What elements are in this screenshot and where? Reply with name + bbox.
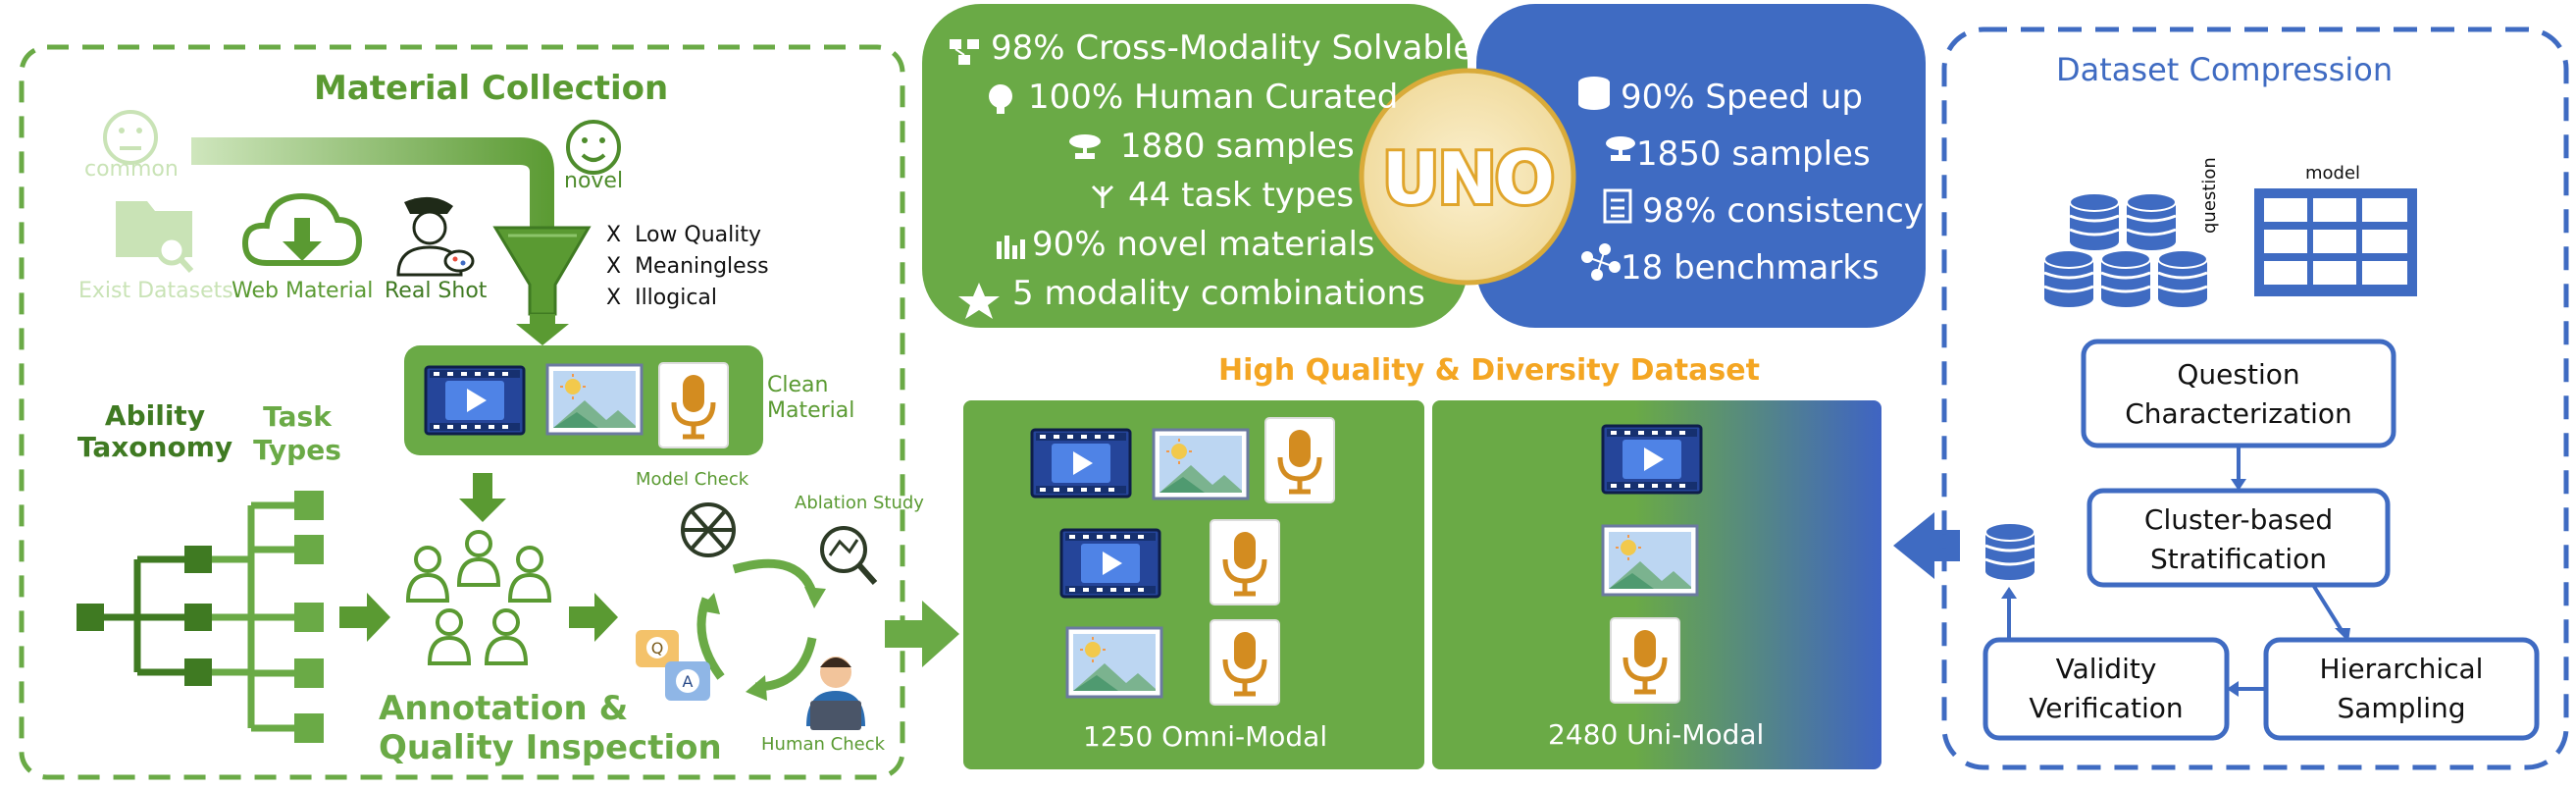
image-icon — [1065, 626, 1163, 699]
stats-left-list: 98% Cross-Modality Solvable 100% Human C… — [991, 24, 1473, 318]
step-hierarchical-sampling: Hierarchical Sampling — [2319, 653, 2484, 724]
check-cycle — [696, 558, 819, 692]
audio-icon — [659, 363, 728, 447]
funnel-icon — [492, 226, 592, 316]
ability-taxonomy-label: Ability Taxonomy — [77, 399, 233, 463]
compression-panel-border — [1941, 26, 2569, 770]
image-icon — [1152, 428, 1250, 500]
step-cluster-stratification: Cluster-based Stratification — [2143, 503, 2334, 575]
filter-list: X Low Quality X Meaningless X Illogical — [606, 220, 769, 314]
source-real-shot: Real Shot — [385, 279, 488, 303]
branch-icon — [1091, 184, 1114, 208]
omni-modal-label: 1250 Omni-Modal — [1083, 720, 1328, 753]
audio-icon — [1211, 520, 1279, 605]
clean-material-label: Clean Material — [767, 373, 855, 423]
filter-low-quality: X Low Quality — [606, 223, 762, 247]
bonsai-icon — [1606, 136, 1635, 161]
stats-right-list: 90% Speed up 1850 samples 98% consistenc… — [1621, 69, 1924, 296]
stat-speed-up: 90% Speed up — [1621, 78, 1863, 117]
task-types-label: Task Types — [253, 400, 341, 466]
process-connectors — [2007, 446, 2344, 691]
audio-icon — [1265, 418, 1334, 502]
bonsai-icon — [1069, 134, 1101, 159]
photographer-icon — [396, 196, 475, 277]
model-question-grid — [2254, 188, 2417, 296]
cycle-arrowheads — [698, 587, 826, 701]
stat-consistency: 98% consistency — [1642, 191, 1924, 231]
star-combo-icon — [958, 283, 1000, 319]
tree-to-annotators-arrow — [339, 593, 390, 642]
video-icon — [424, 365, 526, 436]
checklist-icon — [1603, 188, 1632, 224]
network-icon — [1581, 243, 1621, 281]
stat-novel-materials: 90% novel materials — [1032, 225, 1375, 264]
annotation-label: Annotation & Quality Inspection — [379, 689, 722, 767]
material-panel-border — [19, 44, 905, 780]
common-label: common — [84, 157, 179, 182]
stat-task-types: 44 task types — [1128, 176, 1355, 215]
human-check-label: Human Check — [761, 734, 886, 755]
question-label: question — [2199, 157, 2220, 234]
source-web-material: Web Material — [232, 279, 374, 303]
compression-title: Dataset Compression — [2056, 51, 2394, 88]
svg-text:A: A — [683, 672, 694, 691]
stat-human-curated: 100% Human Curated — [1028, 78, 1399, 117]
folder-search-icon — [116, 201, 194, 274]
annotators-icon — [406, 530, 551, 665]
filter-illogical: X Illogical — [606, 286, 718, 310]
step-question-characterization: Question Characterization — [2125, 358, 2352, 430]
database-icon — [1578, 77, 1610, 110]
annotators-to-check-arrow — [569, 593, 618, 642]
stat-cross-modality: 98% Cross-Modality Solvable — [991, 28, 1474, 68]
filter-meaningless: X Meaningless — [606, 254, 769, 279]
qa-bubbles-icon: Q A — [636, 630, 710, 701]
model-check-label: Model Check — [636, 469, 749, 490]
bar-chart-icon — [997, 236, 1025, 259]
svg-text:Q: Q — [651, 639, 664, 658]
audio-icon — [1211, 620, 1279, 705]
stats-left-panel — [922, 4, 1468, 328]
to-dataset-arrow — [885, 601, 959, 667]
stat-benchmarks: 18 benchmarks — [1621, 248, 1880, 288]
process-arrowheads — [2001, 479, 2350, 697]
source-exist-datasets: Exist Datasets — [78, 279, 233, 303]
common-to-funnel-arrow — [191, 137, 554, 231]
model-label: model — [2305, 163, 2361, 184]
ablation-study-label: Ablation Study — [795, 493, 924, 513]
uno-logo: UNO — [1379, 134, 1558, 223]
taxonomy-tree — [77, 491, 324, 743]
novel-label: novel — [564, 169, 624, 193]
stat-samples: 1880 samples — [1120, 127, 1355, 166]
database-icon — [1984, 521, 2036, 582]
material-title: Material Collection — [314, 69, 669, 108]
database-stack-icon — [2042, 191, 2209, 309]
step-validity-verification: Validity Verification — [2029, 653, 2184, 724]
stat-right-samples: 1850 samples — [1636, 134, 1871, 174]
audio-icon — [1611, 618, 1679, 703]
uno-logo-circle — [1359, 68, 1576, 286]
stat-modality-combinations: 5 modality combinations — [1012, 274, 1425, 313]
ablation-magnifier-icon — [820, 526, 878, 585]
human-check-icon — [806, 657, 865, 730]
uni-modal-label: 2480 Uni-Modal — [1548, 718, 1765, 751]
novel-face-icon — [566, 120, 621, 175]
image-icon — [545, 363, 644, 436]
dataset-title: High Quality & Diversity Dataset — [1218, 353, 1760, 388]
video-icon — [1030, 428, 1132, 499]
compression-to-dataset-arrow — [1893, 512, 1960, 579]
cloud-download-icon — [241, 192, 363, 266]
image-icon — [1601, 524, 1699, 597]
video-icon — [1601, 424, 1703, 495]
funnel-down-arrow — [516, 314, 569, 345]
model-knot-icon — [681, 502, 736, 557]
head-idea-icon — [989, 84, 1012, 114]
common-face-icon — [103, 110, 158, 165]
video-icon — [1059, 528, 1161, 599]
clean-down-arrow — [459, 473, 506, 522]
puzzle-hierarchy-icon — [950, 39, 979, 65]
